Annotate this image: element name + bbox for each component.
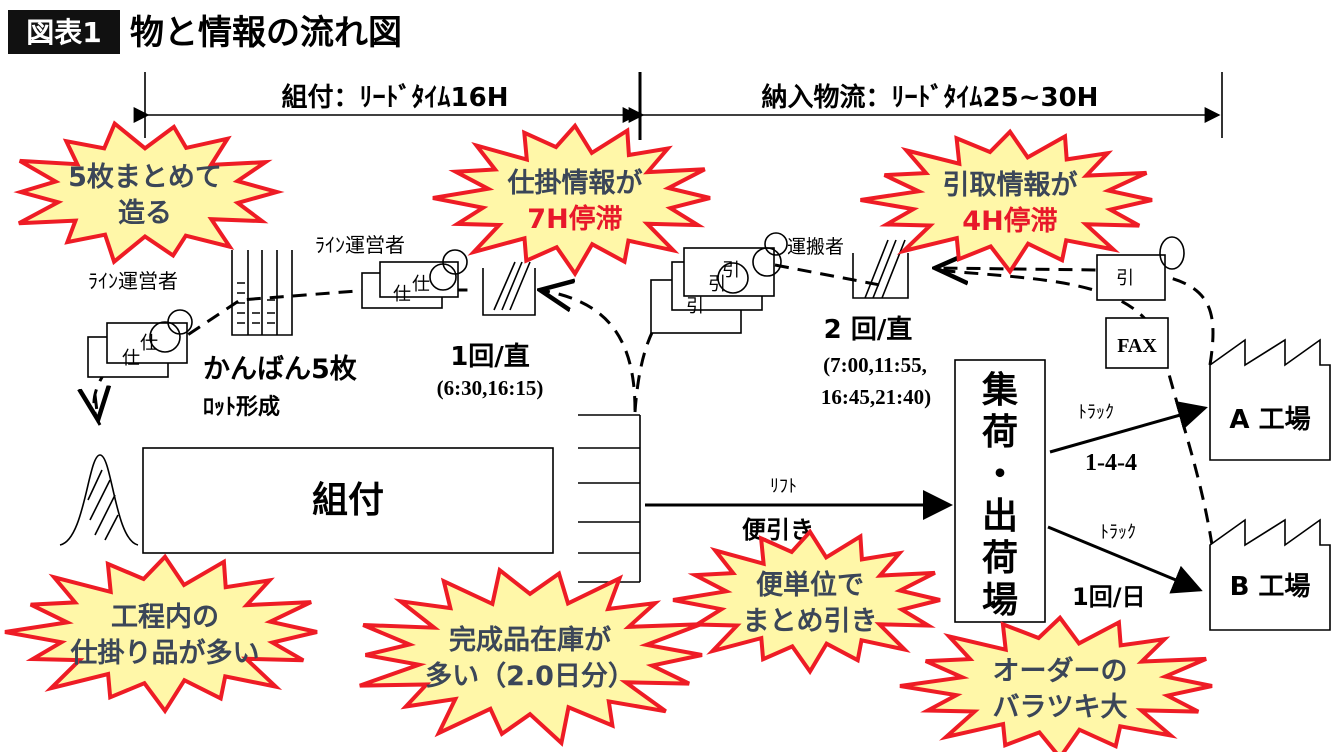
frequency-label-2: 2 回/直 <box>824 315 913 345</box>
truck-frequency-a: 1-4-4 <box>1085 450 1137 476</box>
times-label-2a: (7:00,11:55, <box>823 353 927 377</box>
carrier-label: 運搬者 <box>787 236 844 258</box>
burst-shape <box>899 614 1213 752</box>
burst-text: 便単位で <box>756 569 864 601</box>
burst-text: 5枚まとめて <box>68 162 222 193</box>
shipping-char: ・ <box>982 454 1018 495</box>
burst-text: まとめ引き <box>743 606 878 637</box>
shipping-char: 荷 <box>982 538 1018 579</box>
burst-shape <box>359 566 703 747</box>
burst-text: 4H停滞 <box>962 205 1057 237</box>
production-kanban-cards-1: 仕 仕 <box>87 309 193 378</box>
truck-arrow-b <box>1047 525 1203 594</box>
assembly-leadtime: 組付：ﾘｰﾄﾞﾀｲﾑ16H <box>282 82 509 113</box>
truck-label-a: ﾄﾗｯｸ <box>1078 402 1114 423</box>
shipping-char: 出 <box>982 496 1018 537</box>
card-label: 引 <box>686 296 704 317</box>
fax-box: FAX <box>1105 317 1169 369</box>
card-label: 仕 <box>122 348 140 369</box>
shipping-char: 場 <box>982 580 1018 621</box>
factory-b-label: B 工場 <box>1230 572 1311 602</box>
callout-burst: 引取情報が 4H停滞 <box>860 128 1153 275</box>
kanban-post-withdrawal <box>852 239 909 299</box>
assembly-process: 組付 <box>142 447 554 554</box>
callout-bursts: 5枚まとめて造る仕掛情報が7H停滞引取情報が4H停滞工程内の仕掛り品が多い完成品… <box>4 120 1213 752</box>
kanban-post-lot <box>231 250 293 336</box>
wip-distribution-curve <box>59 454 139 546</box>
figure-badge <box>8 10 120 54</box>
lot-formation-label: ﾛｯﾄ形成 <box>203 395 280 420</box>
burst-shape <box>13 120 285 266</box>
burst-text: 多い（2.0日分） <box>425 661 635 692</box>
figure-badge-text: 図表1 <box>26 16 101 49</box>
burst-text: 造る <box>118 198 172 229</box>
frequency-label-1: 1回/直 <box>450 342 530 372</box>
times-label-1: (6:30,16:15) <box>437 376 544 400</box>
withdrawal-kanban-cards: 引 引 引 <box>650 232 788 334</box>
withdrawal-kanban-card-factory: 引 <box>1096 236 1185 301</box>
fax-label: FAX <box>1117 335 1157 357</box>
burst-text: 仕掛り品が多い <box>70 637 260 669</box>
burst-text: 仕掛情報が <box>507 167 643 199</box>
card-label: 引 <box>708 274 726 295</box>
shipping-area: 集 荷 ・ 出 荷 場 <box>954 359 1046 623</box>
burst-text: 7H停滞 <box>527 203 622 235</box>
truck-arrow-a <box>1049 400 1208 454</box>
times-label-2b: 16:45,21:40) <box>821 385 931 409</box>
shipping-char: 集 <box>981 370 1018 411</box>
truck-frequency-b: 1回/日 <box>1072 583 1145 611</box>
burst-shape <box>4 553 318 715</box>
kanban-count-label: かんばん5枚 <box>203 354 357 385</box>
shipping-char: 荷 <box>982 412 1018 453</box>
finished-goods-shelf <box>578 414 641 583</box>
factory-a: A 工場 <box>1209 338 1331 461</box>
burst-text: バラツキ大 <box>993 692 1128 723</box>
kanban-post-wip <box>482 261 536 316</box>
burst-text: 引取情報が <box>943 169 1078 201</box>
burst-shape <box>860 128 1153 275</box>
assembly-label: 組付 <box>312 480 384 521</box>
burst-text: オーダーの <box>993 655 1128 687</box>
line-operator-label-1: ﾗｲﾝ運営者 <box>88 269 178 293</box>
factory-a-label: A 工場 <box>1229 405 1310 435</box>
card-label: 引 <box>722 260 740 281</box>
card-label: 仕 <box>140 333 158 354</box>
production-kanban-cards-2: 仕 仕 <box>361 249 468 309</box>
burst-shape <box>432 122 711 278</box>
factory-b: B 工場 <box>1209 518 1331 631</box>
card-label: 仕 <box>412 274 430 295</box>
figure-title-text: 物と情報の流れ図 <box>130 13 402 53</box>
burst-shape <box>672 528 941 676</box>
truck-label-b: ﾄﾗｯｸ <box>1100 522 1136 543</box>
card-label: 仕 <box>393 284 411 305</box>
callout-burst: 仕掛情報が 7H停滞 <box>432 122 711 278</box>
logistics-leadtime: 納入物流：ﾘｰﾄﾞﾀｲﾑ25~30H <box>762 82 1099 113</box>
burst-text: 完成品在庫が <box>449 624 611 656</box>
card-label: 引 <box>1116 268 1134 289</box>
leadtime-dimensions: 組付：ﾘｰﾄﾞﾀｲﾑ16H 納入物流：ﾘｰﾄﾞﾀｲﾑ25~30H <box>133 72 1223 140</box>
burst-text: 工程内の <box>111 602 219 633</box>
figure-title: 図表1 物と情報の流れ図 <box>8 10 402 54</box>
lift-label: ﾘﾌﾄ <box>770 476 797 497</box>
line-operator-label-2: ﾗｲﾝ運営者 <box>315 233 405 257</box>
